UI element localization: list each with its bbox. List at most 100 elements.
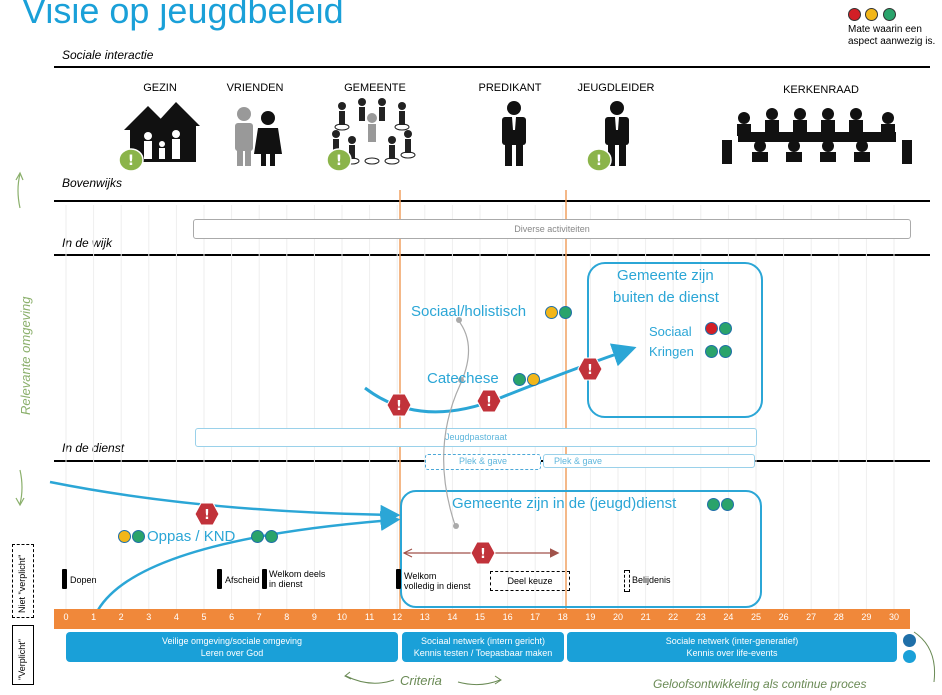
congregation-icon bbox=[328, 98, 416, 165]
warning-hexagon-icon-5: ! bbox=[470, 541, 496, 565]
timeline-tick: 7 bbox=[256, 612, 262, 622]
curve-arrow-icon bbox=[913, 631, 936, 683]
page-title: Visie op jeugdbeleid bbox=[22, 0, 344, 31]
tag-niet-verplicht: Niet "verplicht" bbox=[12, 544, 34, 618]
green-dot-icon bbox=[882, 8, 896, 21]
timeline-tick: 26 bbox=[778, 612, 789, 622]
alert-badge-icon-jeugdleider: ! bbox=[586, 148, 612, 172]
warning-hexagon-icon-2: ! bbox=[476, 389, 502, 413]
bar-plek-gave-1: Plek & gave bbox=[425, 454, 541, 470]
section-label-sociale-interactie: Sociale interactie bbox=[62, 48, 154, 62]
timeline-tick: 11 bbox=[364, 612, 375, 622]
event-afscheid: Afscheid bbox=[225, 575, 260, 585]
bar-diverse-activiteiten: Diverse activiteiten bbox=[193, 219, 911, 239]
divider-top bbox=[54, 66, 930, 68]
council-meeting-icon bbox=[722, 108, 912, 164]
svg-text:!: ! bbox=[596, 153, 602, 169]
concept-sociaal-holistisch: Sociaal/holistisch bbox=[411, 303, 527, 320]
event-dopen: Dopen bbox=[70, 575, 97, 585]
svg-text:!: ! bbox=[128, 153, 134, 169]
criteria-arrows bbox=[344, 671, 502, 686]
timeline-tick: 18 bbox=[557, 612, 568, 622]
audience-label-jeugdleider: JEUGDLEIDER bbox=[577, 82, 655, 94]
indicator-oppas bbox=[118, 530, 146, 543]
red-dot-icon bbox=[848, 8, 861, 21]
tag-verplicht: "Verplicht" bbox=[12, 625, 34, 685]
timeline-tick: 19 bbox=[585, 612, 596, 622]
audience-label-kerkenraad: KERKENRAAD bbox=[783, 84, 859, 96]
section-label-bovenwijks: Bovenwijks bbox=[62, 176, 123, 190]
audience-label-gemeente: GEMEENTE bbox=[344, 82, 406, 94]
indicator-oppas-2 bbox=[251, 530, 279, 543]
phase-2: Sociaal netwerk (intern gericht) Kennis … bbox=[402, 632, 564, 662]
arrow-up-icon bbox=[15, 171, 24, 209]
phase-dot-bottom bbox=[903, 650, 916, 663]
box-in-de-dienst bbox=[400, 490, 762, 608]
divider-bovenwijks bbox=[54, 200, 930, 202]
divider-in-de-wijk bbox=[54, 254, 930, 256]
phase-3: Sociale netwerk (inter-generatief) Kenni… bbox=[567, 632, 897, 662]
indicator-sociaal bbox=[705, 322, 733, 335]
timeline-tick: 16 bbox=[502, 612, 513, 622]
timeline-tick: 9 bbox=[311, 612, 317, 622]
curve-top-left bbox=[49, 480, 401, 525]
indicator-in-de-dienst bbox=[707, 498, 735, 511]
bar-jeugdpastoraat: Jeugdpastoraat bbox=[195, 428, 757, 447]
event-deel-keuze: Deel keuze bbox=[490, 571, 570, 591]
event-welkom-deels: Welkom deels in dienst bbox=[269, 569, 326, 589]
indicator-catechese bbox=[513, 373, 541, 386]
bar-plek-gave-2: Plek & gave bbox=[543, 454, 755, 468]
concept-catechese: Catechese bbox=[427, 370, 499, 387]
timeline-tick: 1 bbox=[91, 612, 97, 622]
box-buiten-de-dienst bbox=[587, 262, 763, 418]
legend-note: Mate waarin een aspect aanwezig is. bbox=[848, 24, 936, 47]
svg-text:!: ! bbox=[396, 399, 402, 414]
timeline-tick: 22 bbox=[668, 612, 679, 622]
geloofsontwikkeling-label: Geloofsontwikkeling als continue proces bbox=[653, 677, 867, 691]
svg-text:!: ! bbox=[336, 153, 342, 169]
timeline-tick: 12 bbox=[392, 612, 403, 622]
curve-bottom-left bbox=[96, 511, 401, 611]
event-welkom-volledig: Welkom volledig in dienst bbox=[404, 571, 471, 591]
timeline-tick: 30 bbox=[888, 612, 899, 622]
concept-buiten-de-dienst: Gemeente zijn buiten de dienst bbox=[613, 267, 719, 306]
audience-label-gezin: GEZIN bbox=[143, 82, 177, 94]
timeline-tick: 15 bbox=[474, 612, 485, 622]
event-belijdenis-label: Belijdenis bbox=[632, 575, 671, 585]
timeline-tick: 0 bbox=[63, 612, 69, 622]
event-bar-dopen bbox=[62, 569, 67, 589]
timeline-tick: 28 bbox=[833, 612, 844, 622]
friends-icon bbox=[235, 107, 282, 166]
timeline-tick: 27 bbox=[806, 612, 817, 622]
audience-label-predikant: PREDIKANT bbox=[478, 82, 542, 94]
event-bar-welkom-deels bbox=[262, 569, 267, 589]
timeline-tick: 3 bbox=[146, 612, 152, 622]
timeline-tick: 21 bbox=[640, 612, 651, 622]
warning-hexagon-icon-4: ! bbox=[194, 502, 220, 526]
timeline-tick: 13 bbox=[419, 612, 430, 622]
timeline-tick: 23 bbox=[695, 612, 706, 622]
timeline-tick: 6 bbox=[229, 612, 235, 622]
timeline-tick: 20 bbox=[612, 612, 623, 622]
alert-badge-icon-gezin: ! bbox=[118, 148, 144, 172]
warning-hexagon-icon-3: ! bbox=[577, 357, 603, 381]
svg-text:!: ! bbox=[486, 395, 492, 410]
timeline-tick: 29 bbox=[861, 612, 872, 622]
concept-sociaal-kringen: Sociaal Kringen bbox=[649, 324, 694, 359]
concept-in-de-dienst: Gemeente zijn in de (jeugd)dienst bbox=[452, 495, 677, 512]
timeline-tick: 17 bbox=[530, 612, 541, 622]
criteria-label: Criteria bbox=[400, 673, 442, 688]
event-bar-afscheid bbox=[217, 569, 222, 589]
indicator-kringen bbox=[705, 345, 733, 358]
timeline-tick: 4 bbox=[173, 612, 179, 622]
timeline-tick: 25 bbox=[750, 612, 761, 622]
timeline-tick: 8 bbox=[284, 612, 290, 622]
grey-connector bbox=[443, 319, 470, 526]
event-bar-welkom-volledig bbox=[396, 569, 401, 589]
timeline-tick: 5 bbox=[201, 612, 207, 622]
audience-label-vrienden: VRIENDEN bbox=[226, 82, 284, 94]
phase-dot-top bbox=[903, 634, 916, 647]
section-label-in-de-dienst: In de dienst bbox=[62, 441, 125, 455]
